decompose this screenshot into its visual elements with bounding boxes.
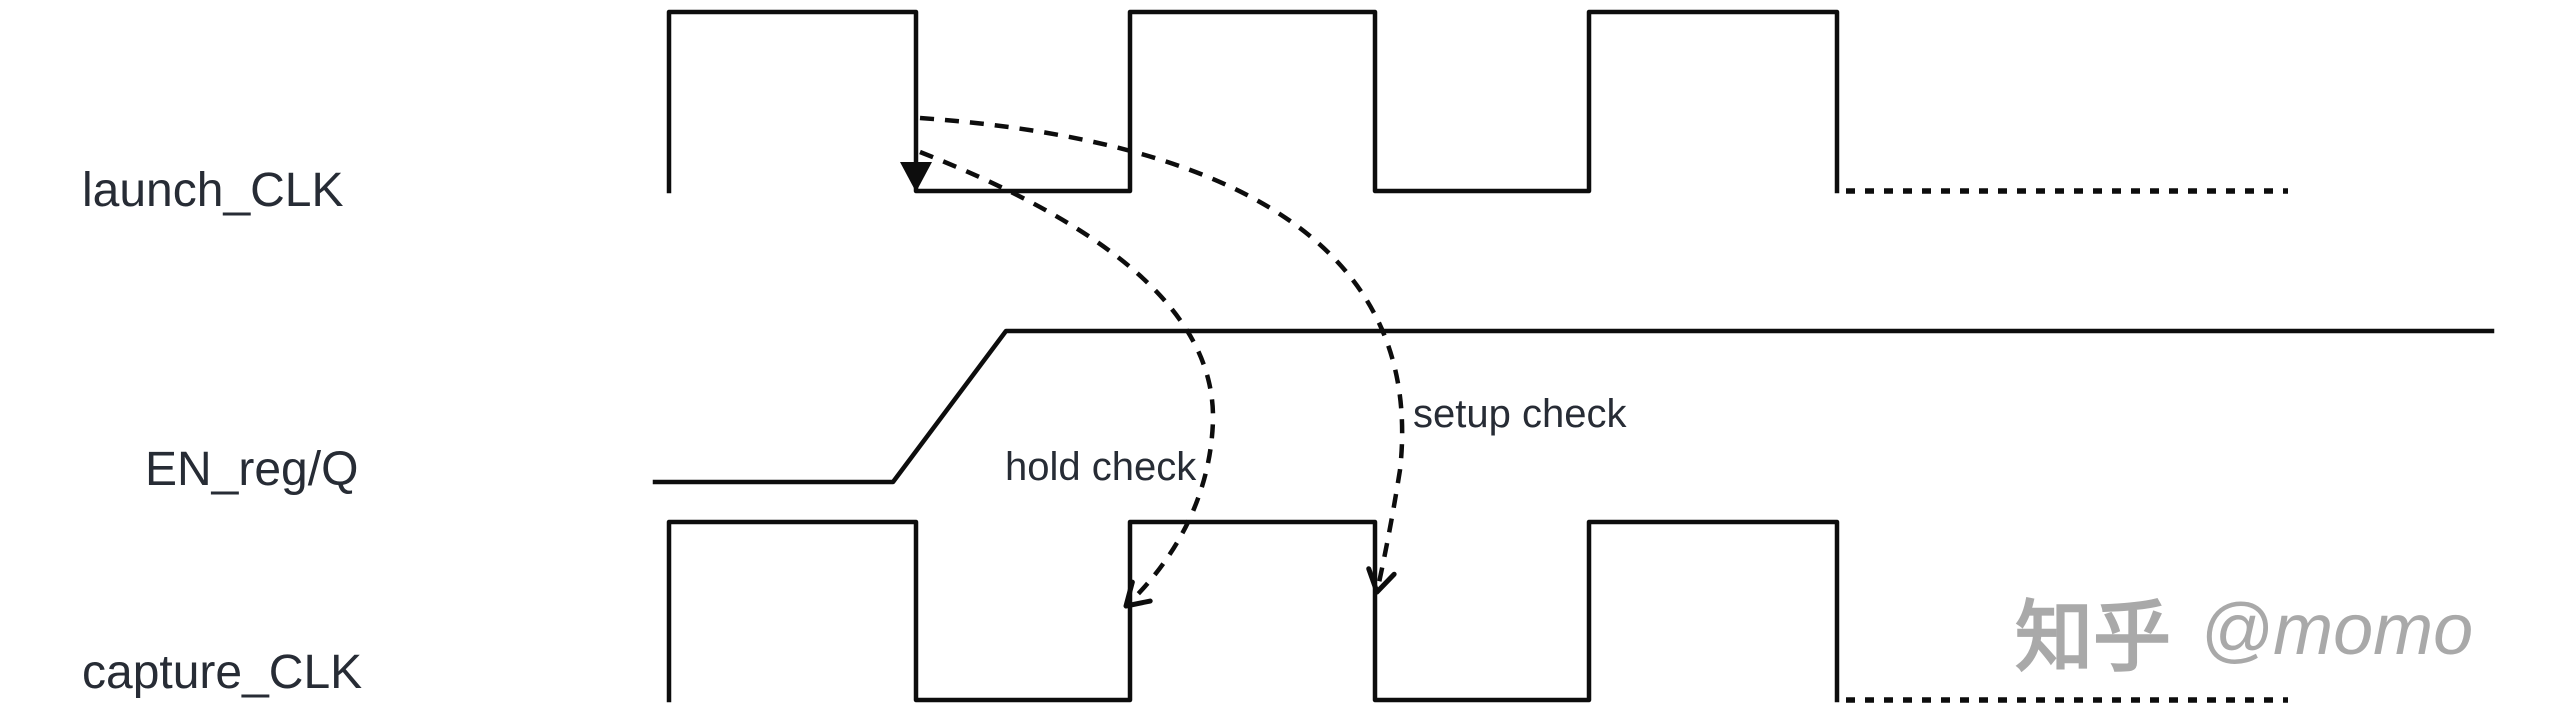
watermark-brand: 知乎 [2015,593,2171,681]
hold-check-arrow-curve [919,149,1216,609]
hold-check-label: hold check [1005,445,1197,489]
launch-falling-edge-arrow-icon [900,162,932,192]
launch-clk-waveform [666,9,1840,194]
en-reg-q-waveform [652,328,2495,485]
setup-check-arrow-curve [919,115,1405,595]
setup-check-label: setup check [1413,392,1627,436]
capture-clk-waveform [666,519,1840,703]
signal-label-launch-clk: launch_CLK [82,164,344,217]
signal-label-en-reg-q: EN_reg/Q [145,443,358,496]
watermark-handle: @momo [2200,590,2473,670]
signal-label-capture-clk: capture_CLK [82,646,362,699]
